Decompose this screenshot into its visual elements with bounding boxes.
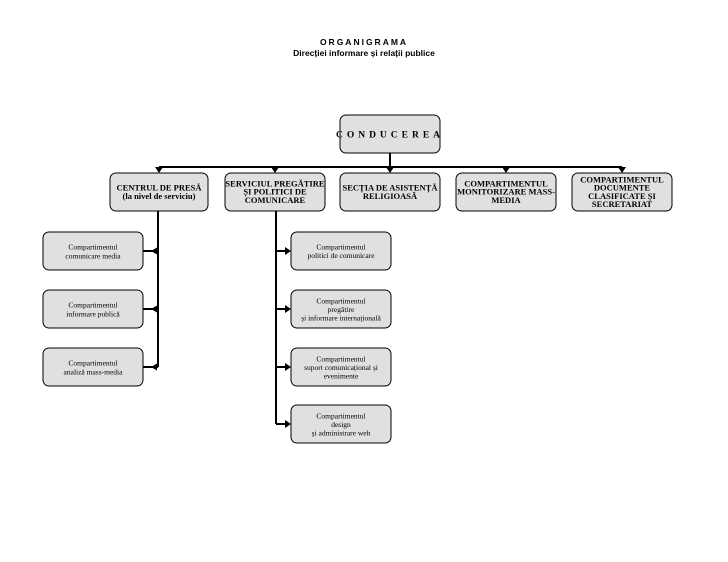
dept-1-child-label-2-line-0: Compartimentul: [316, 354, 365, 363]
dept-1-child-label-2-line-1: suport comunicațional și: [304, 363, 378, 372]
dept-label-2-line-1: RELIGIOASĂ: [363, 191, 418, 201]
dept-0-child-label-1-line-0: Compartimentul: [68, 300, 117, 309]
dept-label-3-line-1: MONITORIZARE MASS-: [457, 187, 555, 197]
dept-0-child-label-0-line-1: comunicare media: [65, 251, 121, 260]
dept-1-child-label-0-line-0: Compartimentul: [316, 243, 365, 252]
dept-label-2-line-0: SECȚIA DE ASISTENȚĂ: [343, 183, 439, 194]
dept-label-4-line-0: COMPARTIMENTUL: [580, 174, 664, 184]
dept-arrow-4: [618, 167, 626, 173]
dept-0-branch-arrow-0: [151, 247, 157, 255]
dept-1-branch-arrow-0: [285, 247, 291, 255]
dept-0-child-label-0-line-0: Compartimentul: [68, 242, 117, 251]
dept-1-branch-arrow-3: [285, 420, 291, 428]
dept-label-3-line-2: MEDIA: [491, 195, 521, 205]
dept-1-child-label-3-line-1: design: [331, 420, 351, 429]
dept-arrow-2: [386, 167, 394, 173]
dept-box-3: [455, 172, 557, 212]
dept-box-4: [571, 172, 673, 212]
dept-1-child-label-1-line-1: pregătire: [328, 305, 355, 314]
dept-label-1-line-0: SERVICIUL PREGĂTIRE: [225, 178, 324, 188]
dept-1-branch-arrow-1: [285, 305, 291, 313]
dept-0-child-label-1-line-1: informare publică: [66, 309, 120, 318]
dept-label-0-line-0: CENTRUL DE PRESĂ: [116, 183, 202, 193]
dept-label-4-line-2: CLASIFICATE ȘI: [588, 191, 656, 201]
dept-1-child-label-0-line-1: politici de comunicare: [307, 251, 375, 260]
dept-label-0-line-1: (la nivel de serviciu): [123, 191, 196, 201]
dept-1-branch-arrow-2: [285, 363, 291, 371]
dept-arrow-0: [155, 167, 163, 173]
dept-label-4-line-1: DOCUMENTE: [594, 183, 651, 193]
page-title: ORGANIGRAMA: [319, 37, 409, 47]
dept-label-1-line-2: COMUNICARE: [245, 195, 306, 205]
dept-box-2: [339, 172, 441, 212]
page-subtitle: Direcției informare și relații publice: [293, 48, 435, 58]
dept-1-child-label-3-line-2: și administrare web: [312, 428, 371, 437]
dept-arrow-1: [271, 167, 279, 173]
dept-label-1-line-1: ȘI POLITICI DE: [243, 187, 307, 197]
root-label: CONDUCEREA: [336, 131, 444, 141]
dept-arrow-3: [502, 167, 510, 173]
dept-1-child-label-3-line-0: Compartimentul: [316, 411, 365, 420]
dept-1-child-label-1-line-0: Compartimentul: [316, 296, 365, 305]
dept-1-child-label-1-line-2: și informare internațională: [301, 313, 381, 322]
dept-0-child-label-2-line-0: Compartimentul: [68, 358, 117, 367]
dept-0-branch-arrow-2: [151, 363, 157, 371]
dept-label-3-line-0: COMPARTIMENTUL: [464, 178, 548, 188]
dept-label-4-line-3: SECRETARIAT: [592, 199, 652, 209]
dept-0-child-label-2-line-1: analiză mass-media: [64, 367, 124, 376]
dept-1-child-label-2-line-2: evenimente: [324, 371, 359, 380]
dept-0-branch-arrow-1: [151, 305, 157, 313]
